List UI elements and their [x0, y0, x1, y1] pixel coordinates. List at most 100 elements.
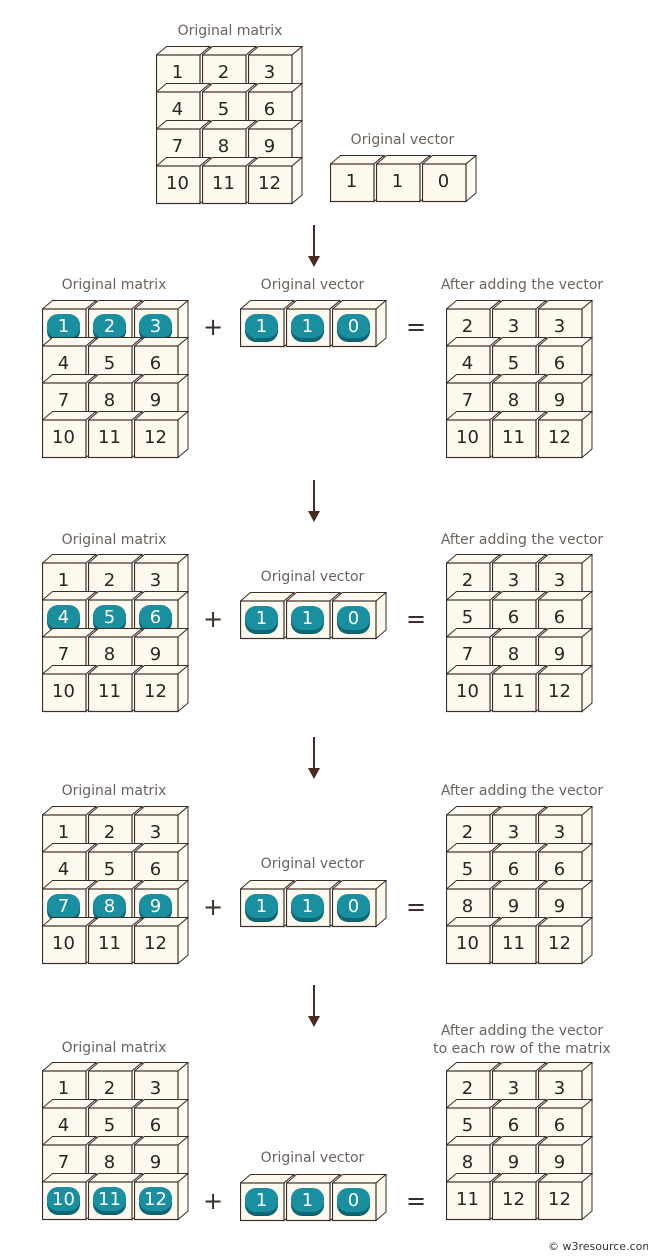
highlight-badge [291, 606, 324, 633]
highlight-badge [291, 1188, 324, 1215]
highlight-badge [245, 606, 278, 633]
original-vector-cell-value: 1 [345, 171, 358, 192]
result-matrix-cell-value: 5 [507, 353, 520, 374]
result-matrix-cell-value: 6 [553, 353, 566, 374]
step-matrix-cell-value: 2 [103, 316, 116, 337]
original-vector-cell: 0 [422, 155, 479, 203]
original-matrix-cell-value: 3 [263, 62, 276, 83]
step-matrix-title: Original matrix [61, 783, 167, 799]
step-vector-cell-value: 1 [301, 316, 314, 337]
result-matrix-cell-value: 8 [461, 896, 474, 917]
highlight-badge [337, 314, 370, 341]
step-vector-cell-value: 0 [347, 316, 360, 337]
step-matrix-cell-value: 7 [57, 896, 70, 917]
original-matrix-cell-value: 12 [258, 173, 281, 194]
highlight-badge [93, 894, 126, 921]
result-matrix-cell-value: 6 [553, 859, 566, 880]
result-matrix-cell: 12 [538, 1173, 595, 1221]
step-vector-cell: 1 [240, 300, 297, 348]
step-vector-cell: 0 [332, 592, 389, 640]
highlight-badge [337, 894, 370, 921]
step-matrix-cell-value: 10 [52, 933, 75, 954]
result-matrix-cell-value: 9 [507, 896, 520, 917]
step-matrix-cell: 12 [134, 411, 191, 459]
highlight-badge [139, 894, 172, 921]
result-matrix-cell-value: 2 [461, 1078, 474, 1099]
result-matrix-cell-value: 3 [507, 316, 520, 337]
result-matrix-cell-value: 12 [548, 1189, 571, 1210]
result-matrix-cell-value: 11 [456, 1189, 479, 1210]
step-matrix-title: Original matrix [61, 277, 167, 293]
result-matrix-cell-value: 9 [507, 1152, 520, 1173]
step-matrix-cell-value: 10 [52, 681, 75, 702]
step-matrix-cell-value: 6 [149, 607, 162, 628]
step-matrix-cell-value: 1 [57, 1078, 70, 1099]
result-matrix-title: After adding the vector [440, 277, 604, 293]
step-vector-cell-value: 1 [301, 896, 314, 917]
step-matrix-cell-value: 4 [57, 607, 70, 628]
step-matrix-cell-value: 3 [149, 570, 162, 591]
result-matrix-cell-value: 9 [553, 390, 566, 411]
step-matrix-cell-value: 5 [103, 1115, 116, 1136]
result-matrix-cell-value: 3 [507, 1078, 520, 1099]
result-matrix-cell-value: 3 [553, 822, 566, 843]
step-matrix-cell-value: 3 [149, 316, 162, 337]
step-matrix-cell-value: 4 [57, 353, 70, 374]
result-matrix-cell: 12 [538, 917, 595, 965]
original-matrix-cell-value: 8 [217, 136, 230, 157]
result-matrix-title-line2: to each row of the matrix [433, 1041, 611, 1057]
result-matrix-cell: 6 [538, 843, 595, 891]
step-matrix-cell-value: 12 [144, 427, 167, 448]
step-vector-title: Original vector [260, 1150, 365, 1166]
step-matrix-cell-value: 10 [52, 427, 75, 448]
highlight-badge [337, 606, 370, 633]
plus-sign: + [202, 1187, 224, 1215]
result-matrix-cell-value: 3 [507, 822, 520, 843]
down-arrow [308, 737, 320, 779]
step-matrix-cell: 12 [134, 665, 191, 713]
original-matrix-cell-value: 9 [263, 136, 276, 157]
original-matrix-cell-value: 1 [171, 62, 184, 83]
step-matrix-cell-value: 9 [149, 896, 162, 917]
step-matrix-cell-value: 4 [57, 859, 70, 880]
original-matrix-cell-value: 5 [217, 99, 230, 120]
step-vector-cell-value: 1 [301, 608, 314, 629]
step-matrix-cell-value: 5 [103, 859, 116, 880]
original-matrix-title: Original matrix [177, 23, 283, 39]
original-matrix-cell-value: 11 [212, 173, 235, 194]
result-matrix-cell: 5 [446, 1099, 503, 1147]
original-matrix-cell-value: 6 [263, 99, 276, 120]
step-matrix-cell-value: 5 [103, 607, 116, 628]
result-matrix-cell-value: 6 [507, 607, 520, 628]
original-vector-title: Original vector [350, 132, 455, 148]
step-matrix-cell-value: 2 [103, 1078, 116, 1099]
result-matrix-title: After adding the vector [440, 532, 604, 548]
step-matrix-cell-value: 12 [144, 1189, 167, 1210]
highlight-badge [245, 314, 278, 341]
step-matrix-cell-value: 8 [103, 896, 116, 917]
step-vector-title: Original vector [260, 856, 365, 872]
step-vector-cell-value: 1 [255, 316, 268, 337]
step-matrix-cell-value: 11 [98, 427, 121, 448]
result-matrix-cell-value: 3 [553, 570, 566, 591]
highlight-badge [245, 1188, 278, 1215]
original-matrix-cell-value: 7 [171, 136, 184, 157]
step-matrix-cell-value: 12 [144, 681, 167, 702]
step-matrix-cell-value: 8 [103, 1152, 116, 1173]
step-matrix-cell-value: 11 [98, 1189, 121, 1210]
result-matrix-cell-value: 6 [507, 859, 520, 880]
result-matrix-cell-value: 2 [461, 316, 474, 337]
highlight-badge [47, 894, 80, 921]
result-matrix-cell: 12 [538, 665, 595, 713]
highlight-badge [47, 314, 80, 341]
step-matrix-cell-value: 5 [103, 353, 116, 374]
step-vector-cell-value: 0 [347, 896, 360, 917]
step-matrix-cell-value: 10 [52, 1189, 75, 1210]
step-matrix-cell-value: 7 [57, 1152, 70, 1173]
step-matrix-cell-value: 2 [103, 570, 116, 591]
step-matrix-cell: 12 [134, 917, 191, 965]
step-vector-cell-value: 1 [301, 1190, 314, 1211]
step-matrix-cell: 12 [134, 1173, 191, 1221]
highlight-badge [47, 605, 80, 632]
step-matrix-title: Original matrix [61, 1040, 167, 1056]
